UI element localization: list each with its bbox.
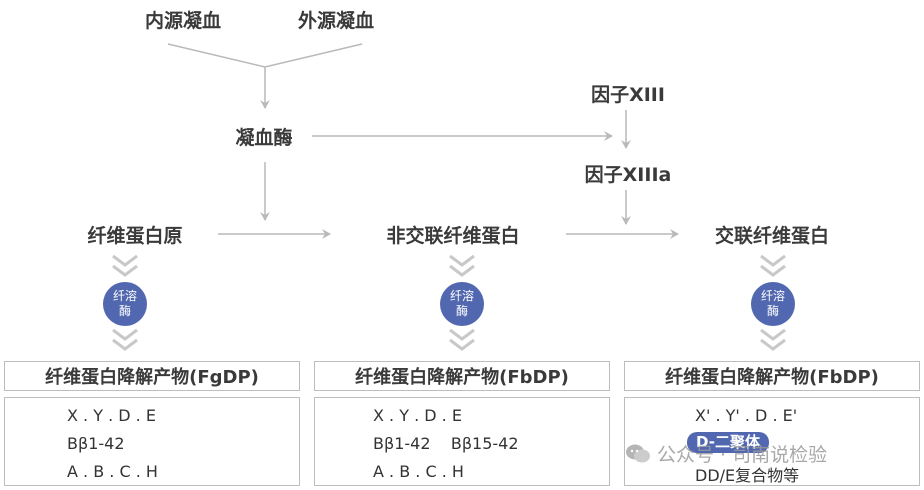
chevron-down-icon	[112, 328, 138, 351]
watermark: 公众号 · 司南说检验	[625, 440, 827, 467]
chevron-down-icon	[760, 254, 786, 277]
plasmin-label-line1: 纤溶	[760, 289, 785, 303]
plasmin-badge: 纤溶 酶	[751, 282, 795, 326]
wechat-icon	[626, 444, 650, 462]
product-row: A . B . C . H	[67, 462, 158, 481]
merge-lines	[167, 43, 363, 68]
d-dimer-badge: D-二聚体	[687, 432, 769, 453]
watermark-text: 公众号 · 司南说检验	[657, 444, 828, 466]
chevron-down-icon	[449, 254, 475, 277]
product-row: Bβ1-42	[67, 434, 125, 453]
product-row: DD/E复合物等	[695, 466, 800, 485]
product-title-fbdp: 纤维蛋白降解产物(FbDP)	[314, 361, 610, 391]
chevron-down-icon	[760, 328, 786, 351]
product-row: X' . Y' . D . E'	[695, 406, 798, 425]
chevron-down-icon	[112, 254, 138, 277]
product-row: X . Y . D . E	[67, 406, 156, 425]
node-fibrinogen: 纤维蛋白原	[87, 225, 183, 247]
product-row: X . Y . D . E	[373, 406, 462, 425]
node-thrombin: 凝血酶	[235, 127, 293, 149]
product-box-crosslinked-fbdp: X' . Y' . D . E' D-二聚体 DD/E复合物等	[624, 397, 920, 486]
product-title-crosslinked-fbdp: 纤维蛋白降解产物(FbDP)	[624, 361, 920, 391]
plasmin-label-line1: 纤溶	[449, 289, 474, 303]
product-row: Bβ1-42 Bβ15-42	[373, 434, 519, 453]
plasmin-badge: 纤溶 酶	[103, 282, 147, 326]
product-box-fgdp: X . Y . D . E Bβ1-42 A . B . C . H	[4, 397, 300, 486]
plasmin-label-line2: 酶	[118, 304, 131, 318]
plasmin-label-line2: 酶	[455, 304, 468, 318]
plasmin-badge: 纤溶 酶	[440, 282, 484, 326]
product-box-fbdp: X . Y . D . E Bβ1-42 Bβ15-42 A . B . C .…	[314, 397, 610, 486]
node-non-crosslinked-fibrin: 非交联纤维蛋白	[386, 225, 520, 247]
product-title-fgdp: 纤维蛋白降解产物(FgDP)	[4, 361, 300, 391]
chevron-down-icon	[449, 328, 475, 351]
plasmin-label-line2: 酶	[766, 304, 779, 318]
node-intrinsic: 内源凝血	[144, 10, 222, 32]
plasmin-label-line1: 纤溶	[112, 289, 137, 303]
node-crosslinked-fibrin: 交联纤维蛋白	[714, 225, 830, 247]
node-extrinsic: 外源凝血	[297, 10, 375, 32]
node-factor-xiii: 因子XIII	[591, 84, 665, 106]
node-factor-xiiia: 因子XIIIa	[584, 164, 672, 186]
product-row: A . B . C . H	[373, 462, 464, 481]
